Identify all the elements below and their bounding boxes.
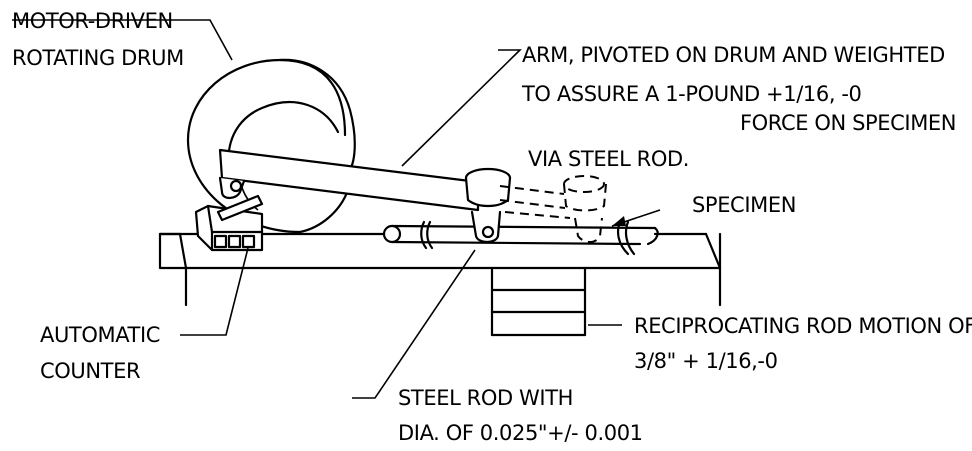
label-arm-line3: FORCE ON SPECIMEN	[740, 111, 956, 135]
label-arm-line4: VIA STEEL ROD.	[528, 147, 689, 171]
label-arm-line1: ARM, PIVOTED ON DRUM AND WEIGHTED	[522, 43, 945, 67]
label-specimen: SPECIMEN	[692, 193, 796, 217]
weight-pivot	[464, 167, 512, 244]
label-recip-line2: 3/8" + 1/16,-0	[634, 349, 778, 373]
label-recip-line1: RECIPROCATING ROD MOTION OF	[634, 314, 972, 338]
label-counter-line1: AUTOMATIC	[40, 323, 160, 347]
label-arm-line2: TO ASSURE A 1-POUND +1/16, -0	[521, 82, 862, 106]
label-rod-line2: DIA. OF 0.025"+/- 0.001	[398, 421, 643, 445]
label-drum-line1: MOTOR-DRIVEN	[12, 9, 173, 33]
pivot-arm	[218, 148, 480, 212]
label-counter-line2: COUNTER	[40, 359, 140, 383]
stepped-block	[490, 266, 587, 337]
label-drum-line2: ROTATING DRUM	[12, 46, 184, 70]
label-rod-line1: STEEL ROD WITH	[398, 386, 573, 410]
leader-lines	[12, 19, 661, 399]
dashed-alternate-position	[499, 175, 607, 243]
automatic-counter	[194, 194, 264, 252]
reciprocating-rod	[382, 220, 659, 256]
